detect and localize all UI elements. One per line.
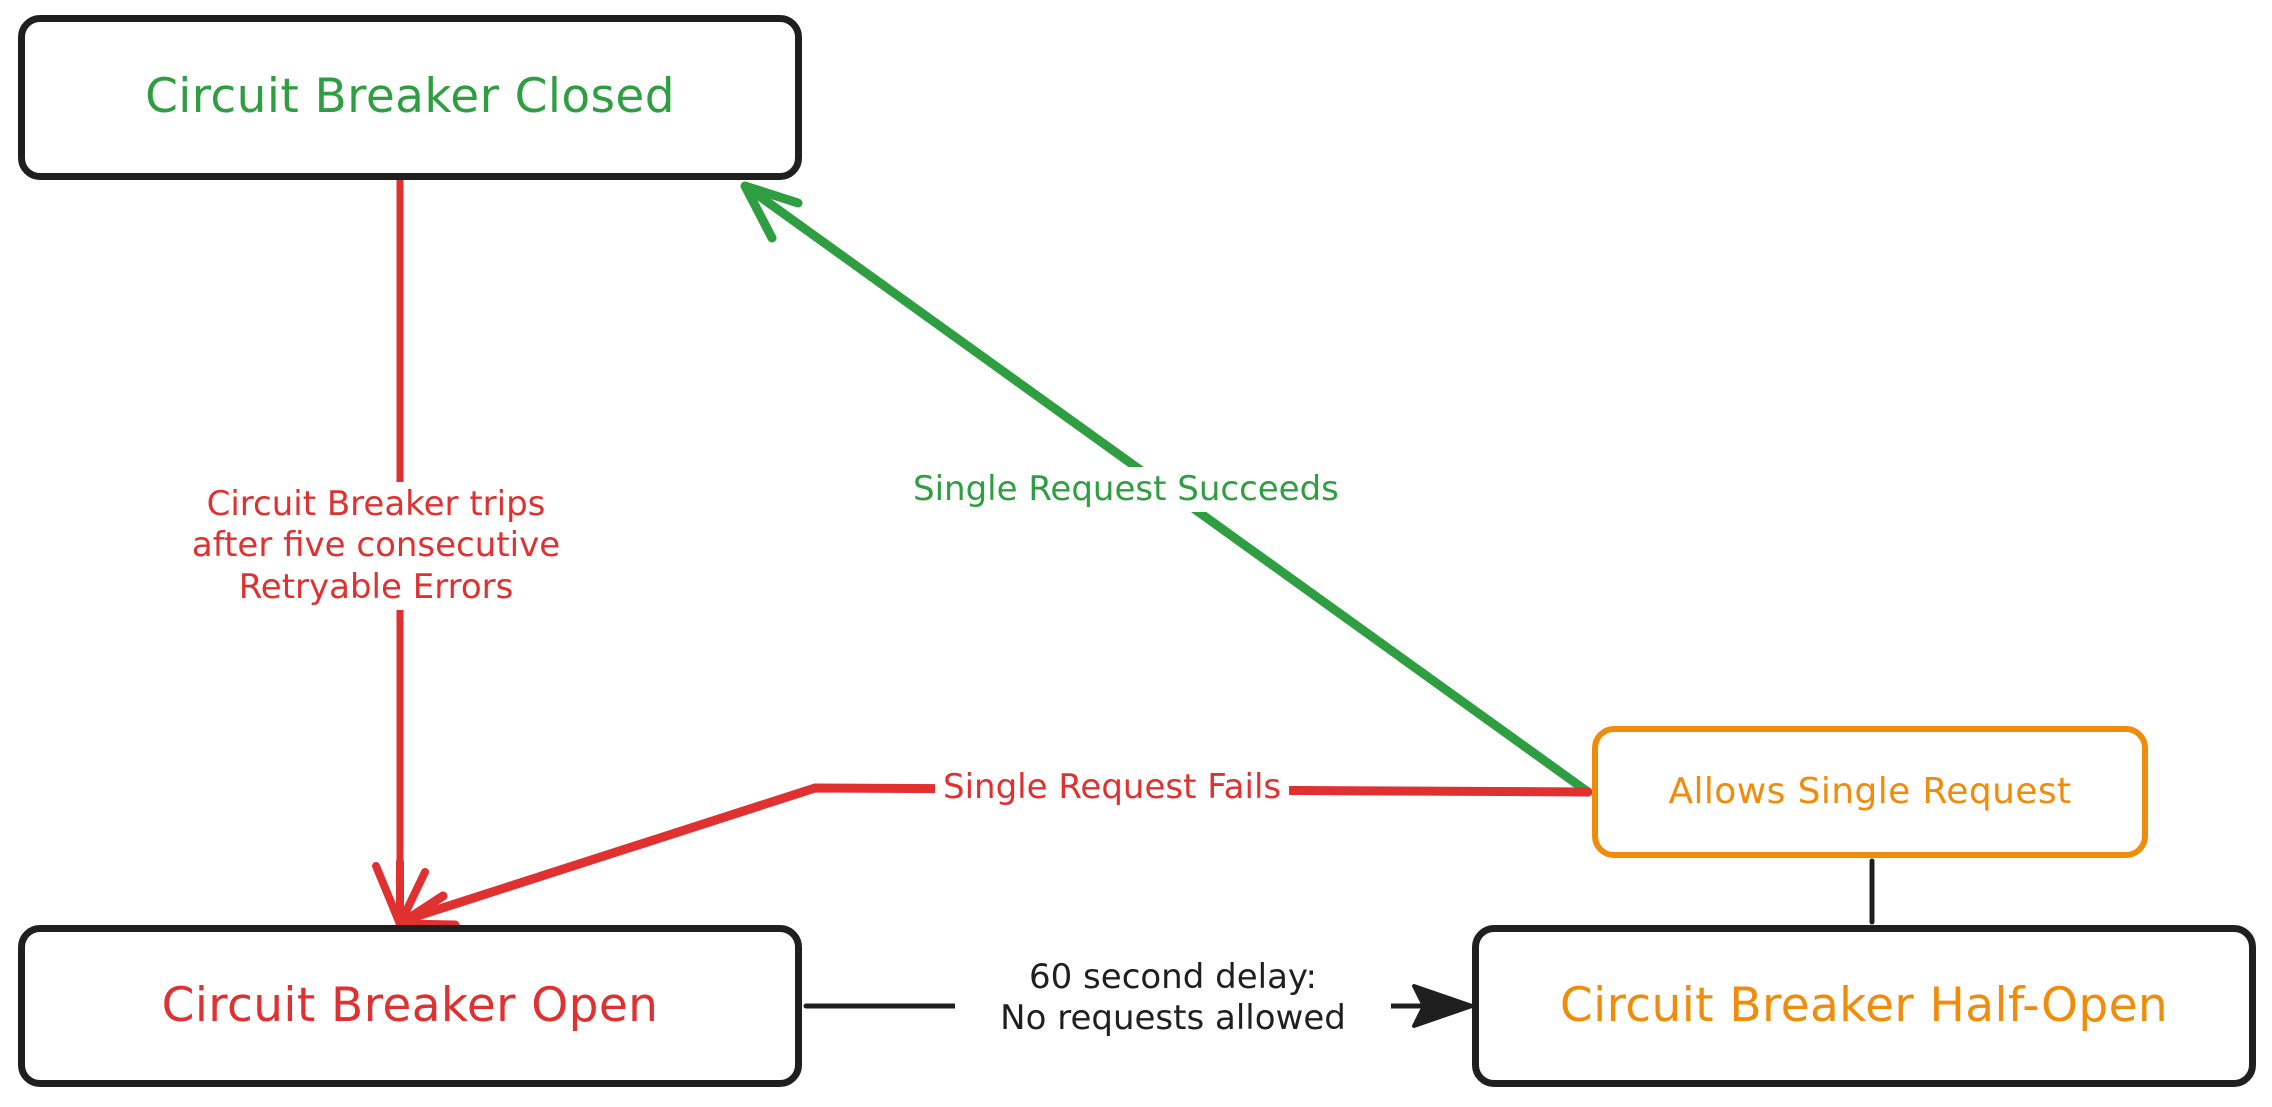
edge-label-circuit-breaker-trips: Circuit Breaker trips after five consecu… — [158, 482, 594, 611]
node-allows-single-request[interactable]: Allows Single Request — [1592, 726, 2148, 858]
node-circuit-breaker-closed[interactable]: Circuit Breaker Closed — [18, 15, 802, 180]
edge-label-single-request-succeeds: Single Request Succeeds — [905, 467, 1347, 513]
edge-label-single-request-fails: Single Request Fails — [935, 765, 1290, 811]
node-label-open: Circuit Breaker Open — [161, 977, 659, 1033]
edge-label-60-second-delay: 60 second delay: No requests allowed — [955, 955, 1391, 1042]
node-label-half-open: Circuit Breaker Half-Open — [1559, 977, 2169, 1033]
node-label-closed: Circuit Breaker Closed — [145, 69, 675, 125]
edge-allows-to-open — [395, 783, 1593, 930]
node-circuit-breaker-open[interactable]: Circuit Breaker Open — [18, 925, 802, 1087]
node-circuit-breaker-half-open[interactable]: Circuit Breaker Half-Open — [1472, 925, 2256, 1087]
node-label-allows: Allows Single Request — [1668, 771, 2072, 813]
